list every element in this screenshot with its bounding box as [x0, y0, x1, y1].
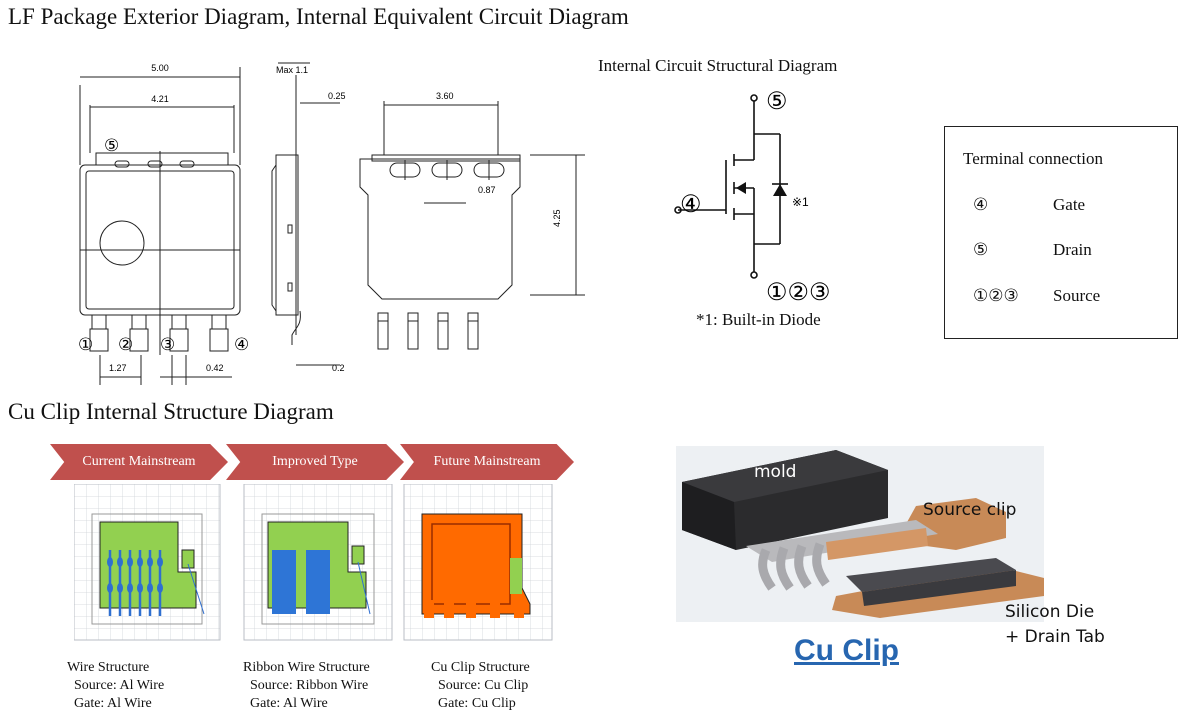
arrow-current-mainstream: Current Mainstream: [50, 444, 228, 480]
terminal-name: Drain: [1053, 240, 1092, 259]
circuit-drain-pin: ⑤: [766, 88, 788, 115]
wire-structure-caption: Wire Structure Source: Al Wire Gate: Al …: [67, 659, 164, 713]
package-exterior-drawing: 5.00 4.21 Max 1.1 0.25 3.60 0.87 4.25 1.…: [78, 62, 585, 385]
terminal-pin: ①②③: [973, 286, 1019, 305]
package-title: LF Package Exterior Diagram, Internal Eq…: [8, 4, 629, 29]
diode-note: *1: Built-in Diode: [696, 310, 821, 329]
pin2-label: ②: [118, 335, 133, 354]
caption-source: Source: Al Wire: [74, 678, 165, 693]
terminal-pin: ⑤: [973, 240, 989, 259]
cu-clip-caption: Cu Clip: [794, 634, 899, 667]
circuit-title: Internal Circuit Structural Diagram: [598, 56, 838, 75]
terminal-row-gate: ④ Gate: [973, 195, 1085, 215]
caption-source: Source: Ribbon Wire: [250, 678, 369, 693]
caption-name: Wire Structure: [67, 660, 150, 675]
caption-gate: Gate: Al Wire: [250, 696, 328, 711]
label-mold: mold: [754, 462, 797, 482]
circuit-source-pins: ①②③: [766, 279, 831, 306]
mosfet-circuit-diagram: ⑤ ④ ①②③ ※1: [674, 88, 831, 306]
dim-slot-width: 0.87: [478, 185, 496, 195]
dim-tab-width: 3.60: [436, 91, 454, 101]
terminal-pin: ④: [973, 195, 989, 214]
pin5-label: ⑤: [104, 136, 119, 155]
label-drain-tab: + Drain Tab: [1005, 627, 1105, 647]
dim-total-width: 5.00: [151, 63, 169, 73]
arrow-future-mainstream: Future Mainstream: [400, 444, 574, 480]
structure-diagrams: [74, 484, 553, 641]
dim-pitch: 1.27: [109, 363, 127, 373]
cu-clip-title: Cu Clip Internal Structure Diagram: [8, 399, 334, 424]
caption-name: Ribbon Wire Structure: [243, 660, 370, 675]
ribbon-structure-caption: Ribbon Wire Structure Source: Ribbon Wir…: [243, 659, 370, 713]
pin4-label: ④: [234, 335, 249, 354]
pin3-label: ③: [160, 335, 175, 354]
terminal-name: Source: [1053, 286, 1101, 305]
terminal-connection-title: Terminal connection: [963, 149, 1103, 168]
cu-clip-structure-caption: Cu Clip Structure Source: Cu Clip Gate: …: [431, 659, 530, 713]
terminal-connection-table: Terminal connection ④ Gate ⑤ Drain ①②③ Sour…: [944, 126, 1178, 339]
caption-gate: Gate: Cu Clip: [438, 696, 516, 711]
dim-lead-width: 0.42: [206, 363, 224, 373]
dim-lead-thickness-top: 0.25: [328, 91, 346, 101]
label-source-clip: Source clip: [923, 500, 1017, 520]
cu-clip-exploded-view: mold Source clip: [676, 446, 1044, 622]
dim-body-height: 4.25: [552, 209, 562, 227]
exploded-view-illustration: [682, 450, 1044, 618]
caption-gate: Gate: Al Wire: [74, 696, 152, 711]
dim-lead-thickness-bottom: 0.2: [332, 363, 345, 373]
terminal-row-drain: ⑤ Drain: [973, 240, 1092, 260]
pin1-label: ①: [78, 335, 93, 354]
dim-max-height: Max 1.1: [276, 65, 308, 75]
label-silicon-die: Silicon Die: [1005, 602, 1095, 622]
terminal-row-source: ①②③ Source: [973, 286, 1100, 306]
circuit-gate-pin: ④: [680, 191, 702, 218]
diode-mark: ※1: [792, 195, 809, 209]
arrow-improved-type: Improved Type: [226, 444, 404, 480]
dim-inner-width: 4.21: [151, 94, 169, 104]
terminal-name: Gate: [1053, 195, 1086, 214]
caption-name: Cu Clip Structure: [431, 660, 530, 675]
caption-source: Source: Cu Clip: [438, 678, 529, 693]
